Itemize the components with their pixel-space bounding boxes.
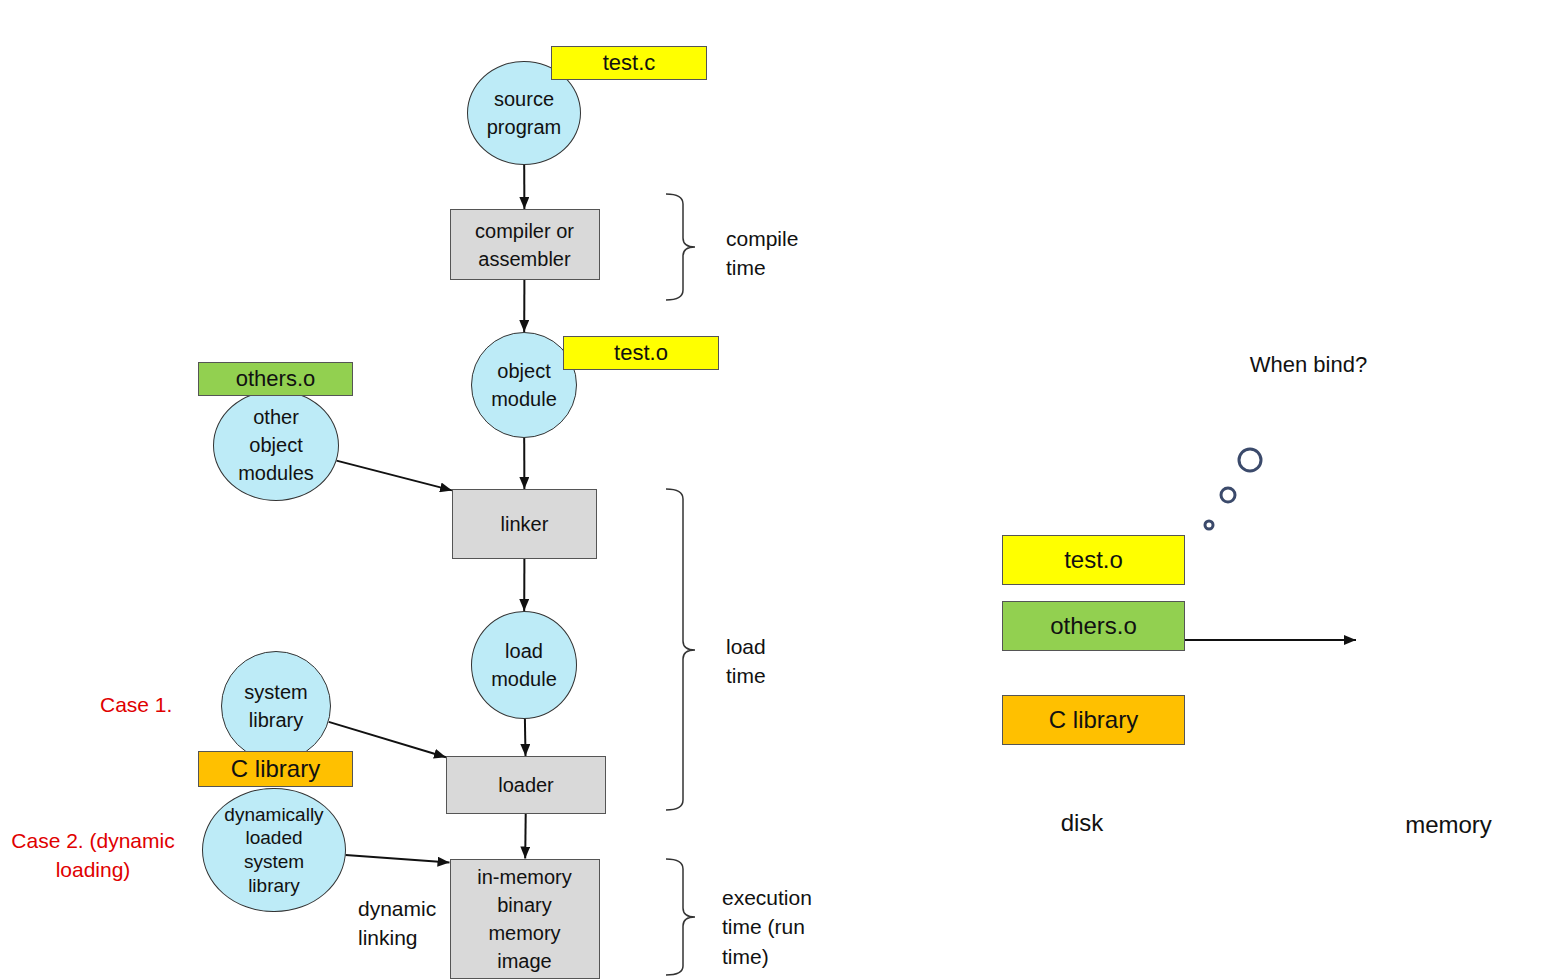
file-name: test.c	[603, 50, 656, 76]
memory-label: memory	[1356, 811, 1541, 839]
node-label: system library	[236, 678, 316, 734]
text-block: others.o	[236, 366, 316, 392]
thought-cloud: When bind?	[1170, 297, 1447, 432]
node-label: object module	[484, 357, 564, 413]
process-box: in-memory binary memory image	[450, 859, 600, 979]
file-tag: test.o	[1002, 535, 1185, 585]
file-name: test.o	[614, 340, 668, 366]
text-block: object module	[484, 357, 564, 413]
file-tag: others.o	[1002, 601, 1185, 651]
node-label: compiler or assembler	[460, 217, 590, 273]
flow-arrow	[524, 814, 527, 859]
flow-arrow	[523, 280, 525, 332]
file-name: others.o	[236, 366, 316, 392]
bubble	[1205, 521, 1213, 529]
flow-arrow	[524, 719, 527, 756]
disk-label: disk	[884, 809, 1280, 837]
disk-cylinder: disktest.oothers.oC library	[894, 388, 1290, 848]
node-label: dynamically loaded system library	[219, 803, 329, 898]
brace	[666, 489, 695, 810]
text-block: load module	[484, 637, 564, 693]
flow-arrow	[346, 855, 450, 862]
file-tag: test.c	[551, 46, 707, 80]
node-label: linker	[501, 510, 549, 538]
thought-text: When bind?	[1250, 352, 1367, 378]
file-tag: test.o	[563, 336, 719, 370]
text-block: compiler or assembler	[460, 217, 590, 273]
text-block: C library	[1049, 706, 1138, 734]
bubble	[1239, 449, 1261, 471]
file-name: C library	[1049, 706, 1138, 734]
file-tag: C library	[1002, 695, 1185, 745]
text-block: linker	[501, 510, 549, 538]
brackets	[666, 194, 695, 975]
node-label: loader	[498, 771, 554, 799]
node-label: load module	[484, 637, 564, 693]
dotted-group	[987, 522, 1197, 758]
process-box: loader	[446, 756, 606, 814]
memory-block: memory	[1356, 495, 1541, 845]
case-note: Case 1.	[100, 690, 190, 719]
brace	[666, 859, 695, 975]
process-box: compiler or assembler	[450, 209, 600, 280]
bubble	[1221, 488, 1235, 502]
file-name: test.o	[1064, 546, 1123, 574]
circle-node: dynamically loaded system library	[202, 788, 346, 913]
flow-arrow	[523, 438, 525, 489]
flow-arrow	[523, 165, 525, 209]
file-name: others.o	[1050, 612, 1137, 640]
cylinder-top	[895, 389, 1289, 477]
phase-label: execution time (run time)	[722, 883, 834, 971]
node-label: other object modules	[228, 403, 324, 487]
node-label: source program	[481, 85, 567, 141]
cloud-path	[1185, 299, 1433, 432]
file-name: C library	[231, 755, 320, 783]
node-label: in-memory binary memory image	[460, 863, 590, 975]
circle-node: object module	[471, 332, 577, 438]
text-block: other object modules	[228, 403, 324, 487]
file-tag: C library	[198, 751, 353, 787]
phase-label: dynamic linking	[358, 894, 450, 953]
text-block: loader	[498, 771, 554, 799]
file-tag: others.o	[198, 362, 353, 396]
text-block: in-memory binary memory image	[460, 863, 590, 975]
circle-node: system library	[221, 651, 331, 761]
memory-rect	[1356, 495, 1541, 785]
text-block: test.o	[614, 340, 668, 366]
circle-node: load module	[471, 611, 577, 719]
case-note: Case 2. (dynamic loading)	[3, 826, 183, 885]
text-block: dynamically loaded system library	[219, 803, 329, 898]
text-block: source program	[481, 85, 567, 141]
text-block: When bind?	[1250, 352, 1367, 378]
flow-arrow	[1185, 639, 1356, 641]
text-block: others.o	[1050, 612, 1137, 640]
cylinder-body	[895, 433, 1289, 758]
phase-label: compile time	[726, 224, 818, 283]
phase-label: load time	[726, 632, 796, 691]
flow-arrow	[337, 461, 453, 491]
process-box: linker	[452, 489, 597, 559]
circle-node: other object modules	[213, 390, 339, 501]
thought-bubbles	[1205, 449, 1261, 529]
brace	[666, 194, 695, 300]
text-block: test.c	[603, 50, 656, 76]
text-block: system library	[236, 678, 316, 734]
text-block: C library	[231, 755, 320, 783]
text-block: test.o	[1064, 546, 1123, 574]
flow-arrow	[523, 559, 525, 611]
